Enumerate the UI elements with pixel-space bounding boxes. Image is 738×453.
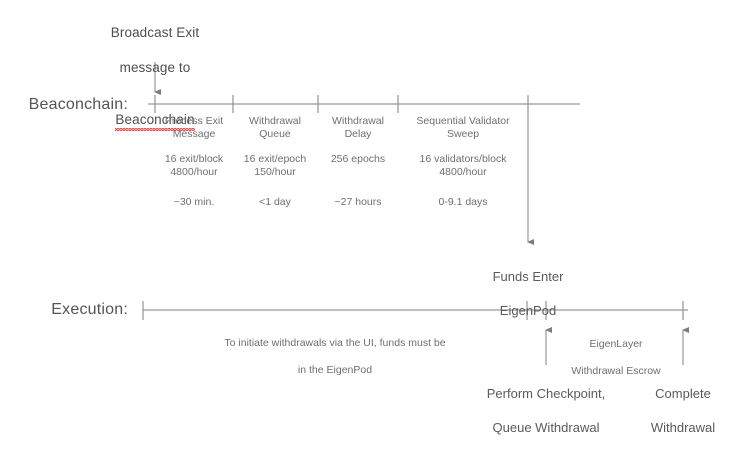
phase-0-rate: 16 exit/block 4800/hour	[164, 153, 224, 179]
bottom-event-1-line1: Complete	[655, 385, 711, 401]
funds-enter-line1: Funds Enter	[492, 268, 564, 284]
funds-enter-line2: EigenPod	[499, 302, 557, 318]
escrow-note-line1: EigenLayer	[589, 337, 643, 350]
spellcheck-word: Beaconchain	[115, 111, 195, 131]
phase-3-duration: 0-9.1 days	[438, 196, 488, 208]
phase-0-duration: ~30 min.	[173, 196, 215, 208]
phase-1-title: Withdrawal Queue	[249, 115, 301, 141]
execution-note-line1: To initiate withdrawals via the UI, fund…	[224, 336, 446, 349]
broadcast-exit-line3: Beaconchain	[85, 94, 225, 131]
escrow-note: EigenLayer Withdrawal Escrow	[554, 324, 678, 392]
phase-3-rate: 16 validators/block 4800/hour	[419, 153, 507, 179]
execution-axis-label: Execution:	[51, 301, 128, 318]
spellcheck-squiggle-icon	[115, 127, 195, 131]
broadcast-exit-title: Broadcast Exit message to Beaconchain	[85, 6, 225, 146]
phase-1-duration: <1 day	[259, 196, 291, 208]
phase-2-title: Withdrawal Delay	[332, 115, 384, 141]
broadcast-exit-line2: message to	[119, 59, 191, 75]
phase-2-duration: ~27 hours	[334, 196, 382, 208]
beaconchain-axis-label: Beaconchain:	[28, 96, 128, 113]
bottom-event-1-label: Complete Withdrawal	[630, 369, 736, 453]
bottom-event-0-line2: Queue Withdrawal	[492, 419, 600, 435]
bottom-event-0-label: Perform Checkpoint, Queue Withdrawal	[466, 369, 626, 453]
execution-note: To initiate withdrawals via the UI, fund…	[186, 323, 484, 391]
phase-0-title: Process Exit Message	[164, 115, 224, 141]
execution-note-line2: in the EigenPod	[297, 363, 373, 376]
bottom-event-1-line2: Withdrawal	[650, 419, 716, 435]
broadcast-exit-line3-text: Beaconchain	[115, 112, 195, 128]
broadcast-exit-line1: Broadcast Exit	[110, 24, 200, 40]
phase-3-title: Sequential Validator Sweep	[416, 115, 510, 141]
execution-timeline	[142, 301, 688, 320]
phase-2-rate: 256 epochs	[330, 153, 386, 165]
escrow-note-line2: Withdrawal Escrow	[571, 364, 661, 377]
funds-enter-eigenpod-label: Funds Enter EigenPod	[458, 252, 598, 336]
phase-1-rate: 16 exit/epoch 150/hour	[243, 153, 307, 179]
diagram-canvas: Broadcast Exit message to Beaconchain Be…	[28, 6, 716, 435]
bottom-event-0-line1: Perform Checkpoint,	[486, 385, 606, 401]
